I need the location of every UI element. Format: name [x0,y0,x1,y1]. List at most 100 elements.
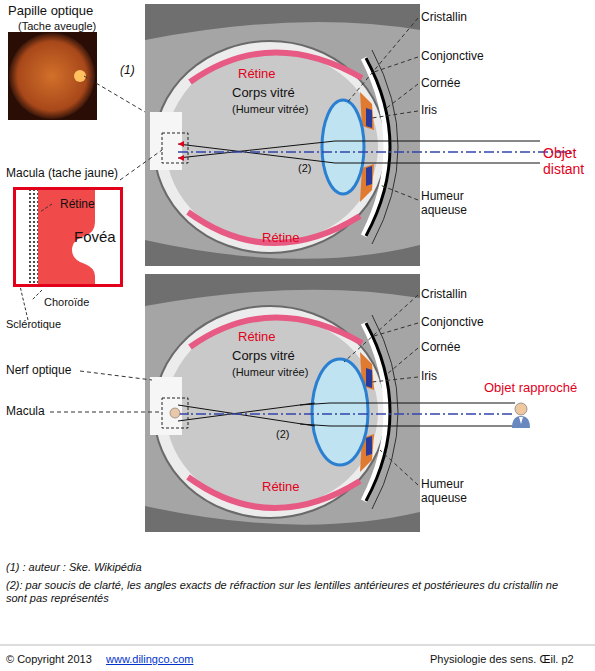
object-label: Objet distant [543,145,595,177]
leader-line [374,323,418,336]
lens [322,100,364,194]
part-label: Rétine [262,480,300,495]
part-label: Cristallin [421,11,467,25]
part-label: Humeur aqueuse [421,190,481,218]
optic-nerve [150,377,182,435]
muscle-band [145,274,420,306]
callout-number: (2) [298,162,311,175]
part-label: Humeur aqueuse [421,478,481,506]
part-label: Sclérotique [6,318,61,331]
callout-number: (1) [120,64,135,78]
leader-line [344,295,418,362]
light-ray [300,403,330,405]
leader-lines [344,18,418,485]
part-label: Corps vitré [232,86,295,101]
leader-line [32,290,42,300]
cornea [366,323,390,501]
leader-line [80,371,152,380]
aqueous-humor [364,58,387,236]
footnote: (2): par soucis de clarté, les angles ex… [6,579,566,604]
leader-line [380,450,418,485]
part-label: (Humeur vitrée) [232,103,308,116]
light-ray [178,141,335,158]
page-footer: Physiologie des sens. Œil. p2 [430,653,574,666]
light-ray [335,141,540,142]
macula-inset: RétineFovéa [13,187,123,287]
copyright: © Copyright 2013 [6,653,92,666]
light-rays [178,403,515,426]
person-head [515,403,527,415]
leader-line [374,57,418,72]
leader-line [380,185,418,200]
footer-rule [0,645,595,646]
leader-line [40,204,52,212]
leader-line [384,84,418,110]
retina [190,317,362,347]
inverted-image [170,408,180,418]
sclera [154,41,386,253]
part-label: Iris [421,104,437,118]
leader-line [346,18,418,104]
object-label: Objet rapproché [484,381,577,396]
person-shirt [519,417,523,424]
part-label: Iris [421,370,437,384]
light-ray [178,403,315,421]
part-label: Conjonctive [421,50,484,64]
macula-box [162,133,188,163]
person-body [512,416,530,428]
optical-axis [178,413,515,415]
choroid-layer [27,188,38,286]
macula-box [162,398,188,428]
mri-panel [145,4,420,266]
lens [312,359,368,465]
part-label: Rétine [238,67,276,82]
part-label: (Humeur vitrée) [232,366,308,379]
iris [366,108,372,128]
part-label: Cornée [421,341,460,355]
leader-line [372,111,418,118]
part-label: Macula [6,405,45,419]
conjunctiva [372,315,398,509]
retina [190,52,362,82]
leader-line [386,348,418,375]
muscle-band [145,4,420,40]
part-label: Macula (tache jaune) [6,167,118,181]
leader-line [372,377,418,382]
iris [366,166,372,186]
part-label: Cristallin [421,288,467,302]
light-ray [178,144,335,163]
part-label: Papille optique [8,4,93,19]
light-ray [178,405,315,426]
website-link: www.dilingco.com [106,653,193,666]
part-label: Conjonctive [421,316,484,330]
person-icon [512,403,530,428]
light-ray [330,426,515,427]
part-label: (Tache aveugle) [18,20,96,33]
leader-line [50,412,162,413]
fundus-disc [9,33,95,119]
conjunctiva [372,50,398,244]
optical-axis [178,151,575,153]
light-ray [330,403,515,404]
aqueous-humor [364,323,387,501]
part-label: Rétine [238,330,276,345]
part-label: Choroïde [44,296,89,309]
leader-line [20,286,28,320]
light-ray [300,424,330,426]
part-label: Rétine [262,231,300,246]
part-label: Corps vitré [232,349,295,364]
leader-line [120,150,162,180]
part-label: Nerf optique [6,364,71,378]
fundus-photo [8,32,97,120]
node-text: Fovéa [74,228,116,245]
part-label: Cornée [421,77,460,91]
footnote: (1) : auteur : Ske. Wikipédia [6,561,142,574]
node-text: Rétine [60,198,95,212]
optic-nerve [150,112,182,170]
iris [366,436,372,456]
light-ray [335,163,540,164]
cornea [366,58,390,236]
iris [366,368,372,388]
inset-background [14,188,122,286]
